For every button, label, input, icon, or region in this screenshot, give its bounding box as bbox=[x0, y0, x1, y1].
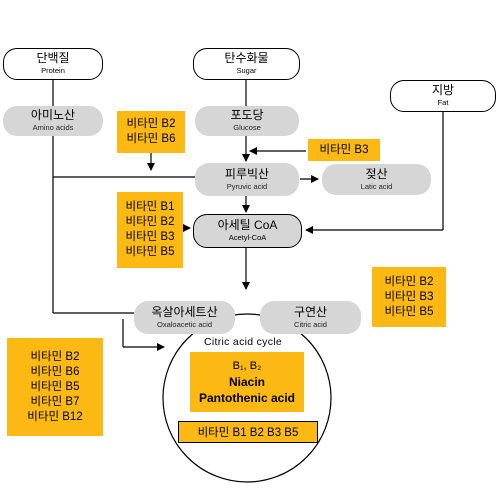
protein-node: 단백질 Protein bbox=[3, 48, 103, 80]
acetyl-coa-node: 아세틸 CoA Acetyl-CoA bbox=[193, 214, 302, 248]
vitamin-left-box: 비타민 B2 비타민 B6 비타민 B5 비타민 B7 비타민 B12 bbox=[7, 338, 103, 436]
glucose-label: 포도당 bbox=[230, 108, 264, 123]
vitamin-item: 비타민 B6 bbox=[126, 133, 176, 145]
vitamin-item: 비타민 B3 bbox=[125, 231, 175, 243]
vitamin-item: 비타민 B5 bbox=[125, 246, 175, 258]
vitamin-right-box: 비타민 B2 비타민 B3 비타민 B5 bbox=[372, 267, 446, 327]
cycle-vitamin-item: Niacin bbox=[228, 375, 265, 389]
vitamin-item: 비타민 B2 bbox=[126, 118, 176, 130]
vitamin-item: 비타민 B5 bbox=[384, 305, 434, 318]
citric-acid-label: 구연산 bbox=[293, 304, 328, 319]
vitamin-item: 비타민 B2 bbox=[384, 275, 434, 288]
vitamin-item: 비타민 B2 bbox=[30, 350, 80, 363]
vitamin-item: 비타민 B12 bbox=[27, 410, 83, 423]
cycle-vitamin-item: B₁, B₂ bbox=[232, 360, 262, 372]
cycle-circle bbox=[162, 313, 332, 483]
amino-acids-sublabel: Amino acids bbox=[32, 123, 74, 133]
vitamin-item: 비타민 B5 bbox=[30, 380, 80, 393]
oxaloacetic-acid-node: 옥살아세트산 Oxaloacetic acid bbox=[134, 301, 235, 334]
vitamin-b1-b5-box: 비타민 B1 비타민 B2 비타민 B3 비타민 B5 bbox=[117, 192, 183, 268]
fat-sublabel: Fat bbox=[437, 98, 449, 108]
pyruvic-acid-node: 피루빅산 Pyruvic acid bbox=[195, 163, 299, 196]
citric-acid-node: 구연산 Citric acid bbox=[260, 301, 361, 334]
sugar-label: 탄수화물 bbox=[224, 51, 269, 66]
sugar-sublabel: Sugar bbox=[236, 66, 257, 76]
acetyl-coa-label: 아세틸 CoA bbox=[217, 218, 278, 233]
amino-acids-label: 아미노산 bbox=[30, 108, 76, 123]
cycle-vitamin-item: Pantothenic acid bbox=[198, 391, 296, 405]
vitamin-b3-box: 비타민 B3 bbox=[308, 139, 380, 161]
glucose-sublabel: Glucose bbox=[233, 123, 261, 133]
pyruvic-acid-label: 피루빅산 bbox=[224, 166, 270, 181]
vitamin-item: 비타민 B3 bbox=[319, 143, 369, 156]
sugar-node: 탄수화물 Sugar bbox=[193, 48, 300, 80]
vitamin-item: 비타민 B6 bbox=[30, 365, 80, 378]
cycle-bottom-vitamin-box: 비타민 B1 B2 B3 B5 bbox=[178, 421, 318, 443]
protein-sublabel: Protein bbox=[41, 66, 65, 76]
vitamin-item: 비타민 B3 bbox=[384, 290, 434, 303]
cycle-bottom-label: 비타민 B1 B2 B3 B5 bbox=[197, 427, 299, 439]
vitamin-item: 비타민 B1 bbox=[125, 201, 175, 213]
acetyl-coa-sublabel: Acetyl-CoA bbox=[228, 233, 267, 243]
protein-label: 단백질 bbox=[36, 51, 70, 66]
fat-node: 지방 Fat bbox=[390, 80, 496, 112]
lactic-acid-node: 젖산 Latic acid bbox=[322, 164, 431, 195]
amino-acids-node: 아미노산 Amino acids bbox=[3, 106, 103, 136]
cycle-vitamin-box: B₁, B₂ Niacin Pantothenic acid bbox=[190, 352, 304, 412]
oxaloacetic-acid-label: 옥살아세트산 bbox=[151, 304, 218, 319]
oxaloacetic-acid-sublabel: Oxaloacetic acid bbox=[156, 319, 213, 329]
vitamin-item: 비타민 B2 bbox=[125, 216, 175, 228]
pyruvic-acid-sublabel: Pyruvic acid bbox=[226, 181, 268, 191]
glucose-node: 포도당 Glucose bbox=[195, 106, 299, 136]
lactic-acid-label: 젖산 bbox=[365, 166, 388, 181]
vitamin-b2-b6-box: 비타민 B2 비타민 B6 bbox=[117, 111, 185, 153]
vitamin-item: 비타민 B7 bbox=[30, 395, 80, 408]
citric-acid-sublabel: Citric acid bbox=[294, 319, 327, 329]
lactic-acid-sublabel: Latic acid bbox=[360, 181, 393, 191]
fat-label: 지방 bbox=[431, 83, 455, 98]
cycle-title: Citric acid cycle bbox=[204, 336, 283, 348]
